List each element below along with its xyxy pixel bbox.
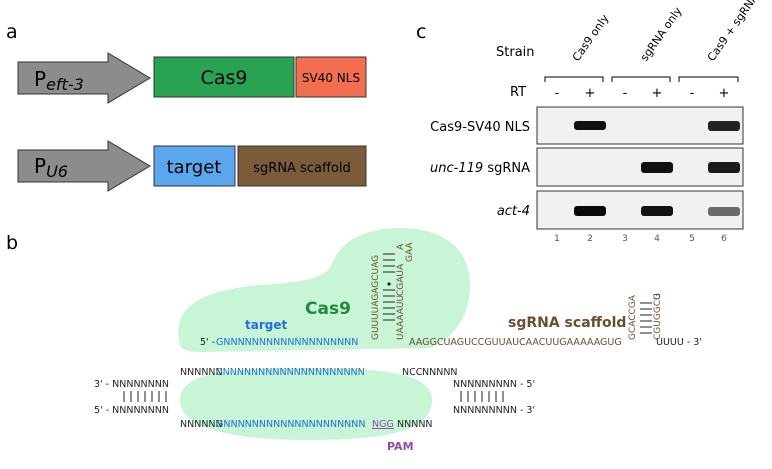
dna-bottom-zigzag-right: NNNNN	[397, 419, 433, 430]
lane-number: 3	[622, 234, 628, 244]
lane-numbers: 1 2 3 4 5 6	[554, 234, 727, 244]
row-label-cas9: Cas9-SV40 NLS	[430, 120, 530, 135]
lane-number: 5	[689, 234, 695, 244]
nls-box	[295, 56, 367, 98]
rt-mark: -	[623, 86, 628, 101]
hairpin2-right-strand: CGUGGCU	[653, 293, 663, 340]
panel-b-label: b	[6, 232, 18, 254]
dna-top-pam-complement: NCC	[402, 367, 423, 378]
rt-mark: -	[555, 86, 560, 101]
hairpin1-right-strand: UAAAAUU	[396, 295, 406, 340]
dna-bottom-target: GNNNNNNNNNNNNNNNNNNNN	[216, 419, 366, 430]
sgrna-3prime-end: UUUU - 3'	[656, 337, 702, 348]
cas9-blob-upper	[178, 228, 470, 352]
band-cas9-lane6	[708, 121, 740, 131]
hairpin1-loop-a: A	[396, 243, 406, 250]
hairpin2-left-strand: GCACCGA	[628, 294, 638, 340]
dna-top-zigzag-left: NNNNNN	[180, 367, 223, 378]
group-label-cas9-sgrna: Cas9 + sgRNA	[705, 0, 762, 64]
hairpin2-loop: G	[653, 293, 663, 300]
sgrna-guide-sequence: GNNNNNNNNNNNNNNNNNNN	[216, 337, 358, 348]
group-bracket-1	[544, 76, 604, 82]
hairpin2-bonds	[640, 302, 652, 334]
rt-mark: +	[585, 86, 596, 101]
dna-right-basepairs	[460, 391, 504, 402]
cas9-label: Cas9	[305, 299, 351, 319]
dna-left-basepairs	[123, 391, 167, 402]
group-bracket-3	[678, 76, 739, 82]
dna-top-right-flank: NNNNNNNNN - 5'	[453, 379, 535, 390]
rt-marks: - + - + - +	[555, 86, 730, 101]
band-act4-lane2	[574, 206, 606, 216]
gel-strip-cas9	[536, 106, 744, 145]
cas9-blob-lower	[180, 368, 432, 440]
strain-label: Strain	[496, 45, 535, 60]
lane-number: 1	[554, 234, 560, 244]
dna-top-left-flank: 3' - NNNNNNNN	[94, 379, 169, 390]
group-bracket-2	[611, 76, 671, 82]
rt-mark: -	[690, 86, 695, 101]
lane-number: 4	[654, 234, 660, 244]
panel-c-label: c	[416, 21, 426, 43]
lane-number: 6	[721, 234, 727, 244]
hairpin1-loop-c: GAA	[405, 242, 415, 262]
hairpin1-wobble-dot	[387, 282, 391, 286]
eft3-promoter-label: Peft-3	[34, 67, 84, 94]
eft3-promoter-arrow	[17, 52, 151, 104]
row-label-sgrna: unc-119 sgRNA	[430, 161, 530, 176]
target-box	[153, 145, 236, 187]
dna-bottom-pam: NGG	[372, 419, 394, 430]
dna-top-zigzag-right: NNNNN	[422, 367, 458, 378]
scaffold-label: sgRNA scaffold	[508, 315, 626, 331]
rt-mark: +	[719, 86, 730, 101]
band-cas9-lane2	[574, 121, 606, 130]
band-sgrna-lane6	[708, 162, 740, 173]
group-label-cas9-only: Cas9 only	[570, 12, 612, 64]
rt-label: RT	[510, 85, 526, 100]
dna-bottom-zigzag-left: NNNNNN	[180, 419, 223, 430]
dna-top-target: CNNNNNNNNNNNNNNNNNNNN	[216, 367, 365, 378]
cas9-box	[153, 56, 295, 98]
band-act4-lane6	[708, 207, 740, 216]
rt-mark: +	[652, 86, 663, 101]
pam-label: PAM	[387, 440, 414, 453]
cas9-box-label: Cas9	[201, 67, 248, 89]
target-box-label: target	[167, 157, 222, 178]
u6-promoter-arrow	[17, 140, 151, 192]
scaffold-box	[237, 145, 367, 187]
hairpin1-left-strand: GUUUUAGAGCUAG	[371, 255, 381, 340]
u6-promoter-label: PU6	[34, 154, 68, 181]
band-sgrna-lane4	[641, 162, 673, 173]
band-act4-lane4	[641, 206, 673, 216]
group-label-sgrna-only: sgRNA only	[638, 4, 685, 63]
hairpin1-loop-b: CGAUA	[396, 263, 406, 296]
nls-box-label: SV40 NLS	[302, 71, 360, 85]
sgrna-5prime: 5' -	[200, 337, 215, 348]
row-label-act4: act-4	[497, 204, 530, 219]
lane-number: 2	[587, 234, 593, 244]
scaffold-box-label: sgRNA scaffold	[253, 161, 350, 176]
sgrna-tail-sequence: AAGGCUAGUCCGUUAUCAACUUGAAAAAGUG	[409, 337, 622, 348]
hairpin1-bonds	[383, 253, 395, 321]
dna-bottom-right-flank: NNNNNNNNN - 3'	[453, 405, 535, 416]
panel-a-label: a	[6, 21, 18, 43]
dna-bottom-left-flank: 5' - NNNNNNNN	[94, 405, 169, 416]
target-label: target	[245, 318, 287, 332]
